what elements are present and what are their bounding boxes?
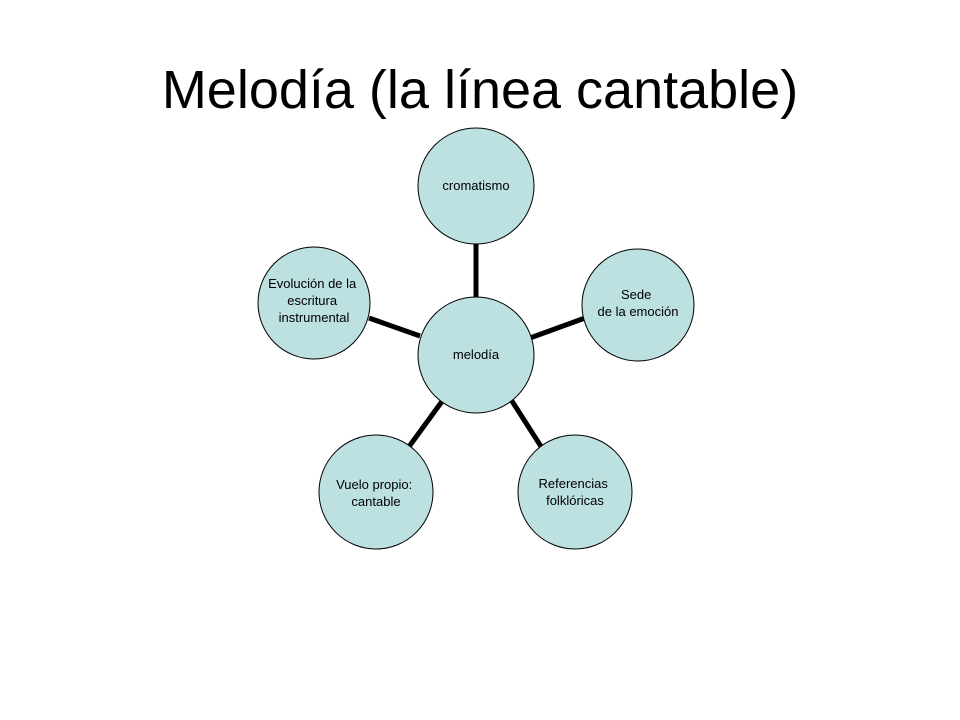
center-circle (417, 296, 535, 414)
slide-title: Melodía (la línea cantable) (161, 60, 799, 120)
node-label-line: de la emoción (598, 304, 679, 319)
center-label-line: melodía (453, 347, 500, 362)
node-label-line: cromatismo (442, 178, 509, 193)
node-vuelo-circle (318, 434, 434, 550)
node-evolucion: Evolución de la escritura instrumental (257, 246, 371, 360)
center-node: melodía (417, 296, 535, 414)
node-sede-label: Sede de la emoción (598, 287, 679, 319)
node-sede-circle (581, 248, 695, 362)
node-label-line: Vuelo propio: (336, 477, 412, 492)
node-label-line: Evolución de la (268, 276, 357, 291)
node-sede: Sede de la emoción (581, 248, 695, 362)
connectors (368, 243, 586, 450)
node-label-line: cantable (351, 494, 400, 509)
node-vuelo: Vuelo propio: cantable (318, 434, 434, 550)
connector-sede (529, 315, 586, 341)
node-referencias-circle (517, 434, 633, 550)
node-referencias: Referencias folklóricas (517, 434, 633, 550)
node-evolucion-label: Evolución de la escritura instrumental (268, 276, 360, 325)
connector-evolucion (368, 315, 421, 339)
node-label-line: folklóricas (546, 493, 604, 508)
center-label: melodía (453, 347, 500, 362)
node-evolucion-circle (257, 246, 371, 360)
node-label-line: Referencias (539, 476, 609, 491)
node-cromatismo: cromatismo (417, 127, 535, 245)
node-label-line: escritura (287, 293, 338, 308)
node-label-line: Sede (621, 287, 651, 302)
node-cromatismo-label: cromatismo (442, 178, 509, 193)
connector-vuelo (405, 398, 446, 450)
node-cromatismo-circle (417, 127, 535, 245)
connector-referencias (507, 396, 545, 450)
node-vuelo-label: Vuelo propio: cantable (336, 477, 416, 509)
node-label-line: instrumental (279, 310, 350, 325)
node-referencias-label: Referencias folklóricas (539, 476, 612, 508)
